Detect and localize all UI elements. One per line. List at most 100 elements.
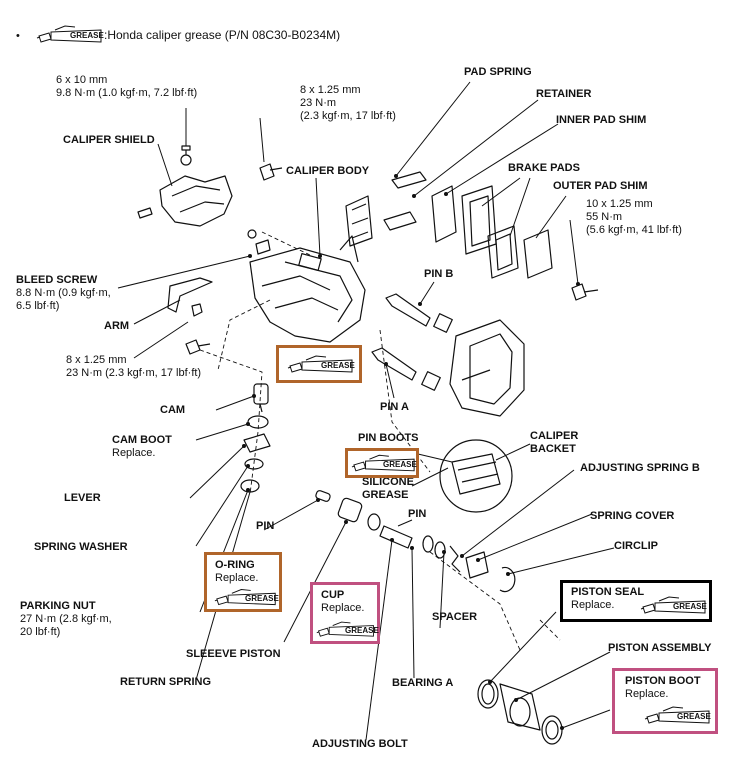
arm-bolt-size: 8 x 1.25 mm (66, 354, 127, 366)
label-caliper-body: CALIPER BODY (286, 165, 370, 177)
grease-tube-icon: GREASE (350, 453, 418, 475)
piston-boot-title: PISTON BOOT (625, 675, 701, 687)
top-bolt-torque-imperial: (2.3 kgf·m, 17 lbf·ft) (300, 110, 396, 122)
label-pin-a: PIN A (380, 401, 409, 413)
grease-tube-icon: GREASE (315, 619, 379, 641)
top-bolt-torque: 23 N·m (300, 97, 337, 109)
label-circlip: CIRCLIP (614, 540, 658, 552)
parking-nut-part (240, 479, 260, 493)
cam-boot-note: Replace. (112, 447, 156, 459)
spring-washer-part (244, 458, 264, 470)
shield-bolt-size: 6 x 10 mm (56, 74, 108, 86)
grease-icon-label: GREASE (673, 602, 707, 611)
caliper-body-part (249, 235, 366, 343)
o-ring-callout: O-RING Replace. GREASE (204, 552, 282, 612)
parking-nut-torque: 27 N·m (2.8 kgf·m, (20, 613, 112, 625)
grease-icon-label: GREASE (345, 626, 379, 635)
label-caliper-shield: CALIPER SHIELD (63, 134, 155, 146)
pin-small-part (315, 490, 331, 502)
cup-title: CUP (321, 589, 345, 601)
label-spacer: SPACER (432, 611, 478, 623)
grease-tube-icon: GREASE (213, 587, 279, 609)
brake-pads-part (431, 185, 553, 279)
label-piston-assembly: PISTON ASSEMBLY (608, 642, 712, 654)
o-ring-note: Replace. (215, 572, 259, 584)
leader-arrowheads (242, 174, 580, 730)
grease-tube-icon: GREASE (285, 354, 357, 376)
grease-callout-pin-boots: GREASE (345, 448, 419, 478)
pin-boot-detail (439, 439, 513, 513)
label-caliper-bracket-2: BACKET (530, 443, 576, 455)
o-ring-title: O-RING (215, 559, 255, 571)
label-sleeve-piston: SLEEEVE PISTON (186, 648, 281, 660)
label-pin-b: PIN B (424, 268, 454, 280)
grease-icon-label: GREASE (321, 361, 355, 370)
bleed-screw-torque: 8.8 N·m (0.9 kgf·m, (16, 287, 111, 299)
pad-spring-part (345, 171, 427, 247)
shield-bolt-torque: 9.8 N·m (1.0 kgf·m, 7.2 lbf·ft) (56, 87, 198, 99)
pin-b-part (385, 293, 453, 333)
lever-part (243, 433, 271, 453)
note-text: :Honda caliper grease (P/N 08C30-B0234M) (104, 28, 341, 42)
piston-seal-callout: PISTON SEAL Replace. GREASE (560, 580, 712, 622)
parking-nut-torque-imperial: 20 lbf·ft) (20, 626, 61, 638)
spring-cover-part (465, 551, 489, 579)
grease-callout-caliper: GREASE (276, 345, 362, 383)
right-bolt-size: 10 x 1.25 mm (586, 198, 653, 210)
label-retainer: RETAINER (536, 88, 592, 100)
label-arm: ARM (104, 320, 130, 332)
top-bolt-size: 8 x 1.25 mm (300, 84, 361, 96)
label-bearing-a: BEARING A (392, 677, 454, 689)
right-bolt-torque-imperial: (5.6 kgf·m, 41 lbf·ft) (586, 224, 682, 236)
label-cam-boot: CAM BOOT (112, 434, 172, 446)
label-outer-pad-shim: OUTER PAD SHIM (553, 180, 648, 192)
label-adjusting-bolt: ADJUSTING BOLT (312, 738, 408, 750)
label-adjusting-spring-b: ADJUSTING SPRING B (580, 462, 700, 474)
piston-boot-callout: PISTON BOOT Replace. GREASE (612, 668, 718, 734)
right-bolt-torque: 55 N·m (586, 211, 623, 223)
circlip-part (499, 566, 516, 593)
label-pin-left: PIN (256, 520, 275, 532)
label-bleed-screw: BLEED SCREW (16, 274, 98, 286)
label-return-spring: RETURN SPRING (120, 676, 212, 688)
note-bullet: • (16, 30, 20, 42)
top-bolt-part (259, 163, 283, 181)
grease-icon-label: GREASE (677, 712, 711, 721)
pin-a-part (371, 347, 441, 391)
bleed-screw-part (247, 229, 271, 255)
piston-seal-note: Replace. (571, 599, 615, 611)
cam-part (253, 383, 269, 413)
sleeve-piston-part (337, 497, 363, 523)
grease-tube-icon: GREASE (34, 24, 106, 46)
label-caliper-bracket-1: CALIPER (530, 430, 579, 442)
caliper-bracket-part (449, 319, 525, 417)
adjusting-spring-part (449, 545, 461, 573)
right-bolt-part (571, 283, 599, 301)
piston-seal-part (477, 679, 499, 709)
grease-icon-label: GREASE (70, 31, 104, 40)
piston-boot-part (541, 715, 563, 745)
arm-bolt-torque: 23 N·m (2.3 kgf·m, 17 lbf·ft) (66, 367, 202, 379)
label-parking-nut: PARKING NUT (20, 600, 96, 612)
grease-icon-label: GREASE (383, 460, 417, 469)
label-silicone-grease-1: SILICONE (362, 476, 414, 488)
caliper-shield-part (137, 145, 233, 227)
label-cam: CAM (160, 404, 186, 416)
label-pin-right: PIN (408, 508, 427, 520)
grease-tube-icon: GREASE (639, 595, 709, 617)
label-pin-boots: PIN BOOTS (358, 432, 419, 444)
grease-icon-label: GREASE (245, 594, 279, 603)
piston-seal-title: PISTON SEAL (571, 586, 645, 598)
label-inner-pad-shim: INNER PAD SHIM (556, 114, 647, 126)
label-pad-spring: PAD SPRING (464, 66, 532, 78)
bleed-screw-torque-imperial: 6.5 lbf·ft) (16, 300, 60, 312)
arm-part (167, 277, 213, 355)
adjusting-bolt-part (379, 525, 413, 549)
bearing-a-part (422, 535, 446, 559)
grease-tube-icon: GREASE (643, 705, 713, 727)
label-silicone-grease-2: GREASE (362, 489, 409, 501)
cup-callout: CUP Replace. GREASE (310, 582, 380, 644)
label-spring-washer: SPRING WASHER (34, 541, 128, 553)
label-spring-cover: SPRING COVER (590, 510, 675, 522)
